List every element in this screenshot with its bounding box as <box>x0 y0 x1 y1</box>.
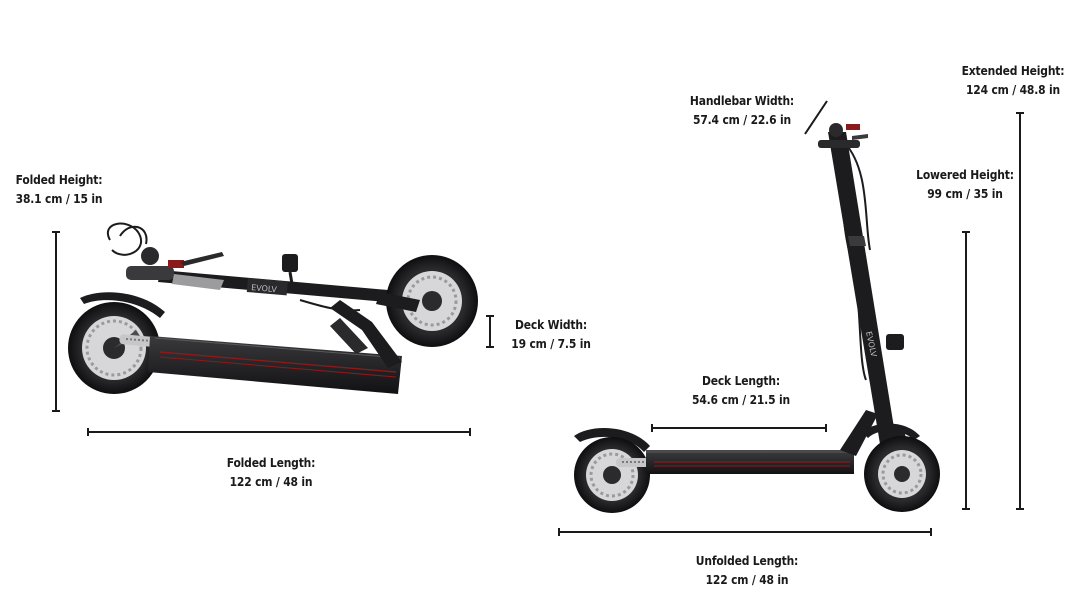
extended-height-title: Extended Height: <box>961 63 1065 78</box>
deck-length-dimension-line <box>651 424 827 432</box>
deck-width-value: 19 cm / 7.5 in <box>511 336 591 351</box>
deck-width-title: Deck Width: <box>515 317 587 332</box>
unfolded-rear-wheel <box>574 437 650 513</box>
folded-height-dimension-line <box>52 231 60 412</box>
lowered-height-value: 99 cm / 35 in <box>927 186 1003 201</box>
handlebar-width-dimension-line <box>804 100 828 135</box>
folded-height-label: Folded Height: 38.1 cm / 15 in <box>12 170 107 208</box>
unfolded-length-title: Unfolded Length: <box>695 553 799 568</box>
deck-length-label: Deck Length: 54.6 cm / 21.5 in <box>685 371 797 409</box>
folded-height-title: Folded Height: <box>15 172 103 187</box>
unfolded-scooter: EVOLV <box>574 123 940 513</box>
folded-brand-logo: EVOLV <box>251 283 278 294</box>
folded-length-label: Folded Length: 122 cm / 48 in <box>219 453 322 491</box>
folded-length-dimension-line <box>87 428 471 436</box>
handlebar-width-value: 57.4 cm / 22.6 in <box>693 112 791 127</box>
deck-width-dimension-line <box>486 315 494 348</box>
folded-rear-wheel <box>68 302 160 394</box>
extended-height-dimension-line <box>1016 112 1024 510</box>
unfolded-front-wheel <box>864 436 940 512</box>
lowered-height-title: Lowered Height: <box>916 167 1014 182</box>
lowered-height-label: Lowered Height: 99 cm / 35 in <box>909 165 1021 203</box>
folded-scooter: EVOLV <box>68 222 478 394</box>
deck-length-title: Deck Length: <box>701 373 780 388</box>
handlebar <box>818 123 868 148</box>
unfolded-length-value: 122 cm / 48 in <box>705 572 789 587</box>
extended-height-value: 124 cm / 48.8 in <box>965 82 1061 97</box>
folded-height-value: 38.1 cm / 15 in <box>15 191 103 206</box>
folded-deck <box>148 336 402 394</box>
folded-length-title: Folded Length: <box>226 455 316 470</box>
lowered-height-dimension-line <box>962 231 970 510</box>
folded-length-value: 122 cm / 48 in <box>229 474 313 489</box>
deck-length-value: 54.6 cm / 21.5 in <box>692 392 790 407</box>
handlebar-width-title: Handlebar Width: <box>689 93 795 108</box>
unfolded-deck <box>646 450 854 474</box>
handlebar-width-label: Handlebar Width: 57.4 cm / 22.6 in <box>682 91 802 129</box>
unfolded-length-dimension-line <box>558 528 932 536</box>
deck-width-label: Deck Width: 19 cm / 7.5 in <box>504 315 599 353</box>
unfolded-length-label: Unfolded Length: 122 cm / 48 in <box>691 551 803 589</box>
extended-height-label: Extended Height: 124 cm / 48.8 in <box>959 61 1067 99</box>
